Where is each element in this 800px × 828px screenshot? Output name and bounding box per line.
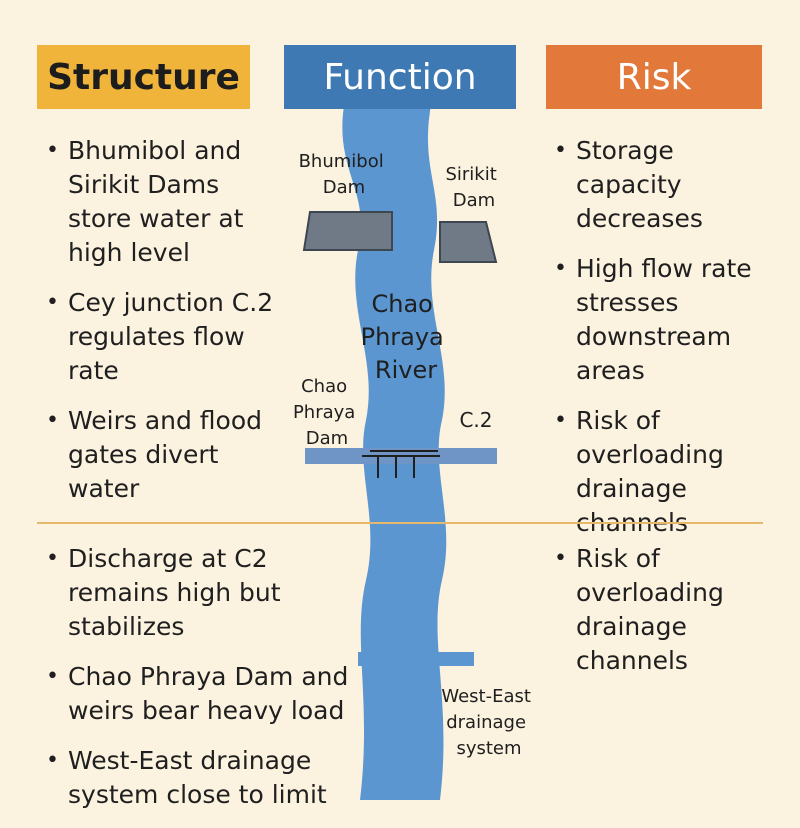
sirikit-dam — [439, 221, 498, 263]
chao-phraya-dam-structure — [362, 450, 440, 478]
list-item: Weirs and flood gates divert water — [40, 404, 290, 506]
function-header: Function — [284, 45, 516, 109]
list-item: Risk of overloading drainage channels — [548, 542, 778, 678]
risk-list-top: Storage capacity decreases High flow rat… — [548, 134, 778, 556]
risk-header: Risk — [546, 45, 762, 109]
bhumibol-label: Bhumibol Dam — [299, 151, 390, 198]
drainage-label: West-East drainage system — [441, 686, 536, 759]
list-item: Discharge at C2 remains high but stabili… — [40, 542, 370, 644]
risk-list-bottom: Risk of overloading drainage channels — [548, 542, 778, 694]
bhumibol-dam — [302, 211, 393, 251]
list-item: Risk of overloading drainage channels — [548, 404, 778, 540]
list-item: West-East drainage system close to limit — [40, 744, 370, 812]
list-item: Chao Phraya Dam and weirs bear heavy loa… — [40, 660, 370, 728]
structure-list-bottom: Discharge at C2 remains high but stabili… — [40, 542, 370, 828]
weir-bar — [358, 652, 474, 666]
sirikit-label: Sirikit Dam — [445, 164, 502, 211]
list-item: Storage capacity decreases — [548, 134, 778, 236]
c2-label: C.2 — [459, 408, 492, 432]
list-item: Cey junction C.2 regulates flow rate — [40, 286, 290, 388]
section-divider — [37, 522, 763, 524]
chao-phraya-dam-label: Chao Phraya Dam — [293, 376, 361, 449]
river-label: Chao Phraya River — [361, 290, 452, 384]
list-item: Bhumibol and Sirikit Dams store water at… — [40, 134, 290, 270]
list-item: High flow rate stresses downstream areas — [548, 252, 778, 388]
structure-header: Structure — [37, 45, 250, 109]
structure-list-top: Bhumibol and Sirikit Dams store water at… — [40, 134, 290, 522]
